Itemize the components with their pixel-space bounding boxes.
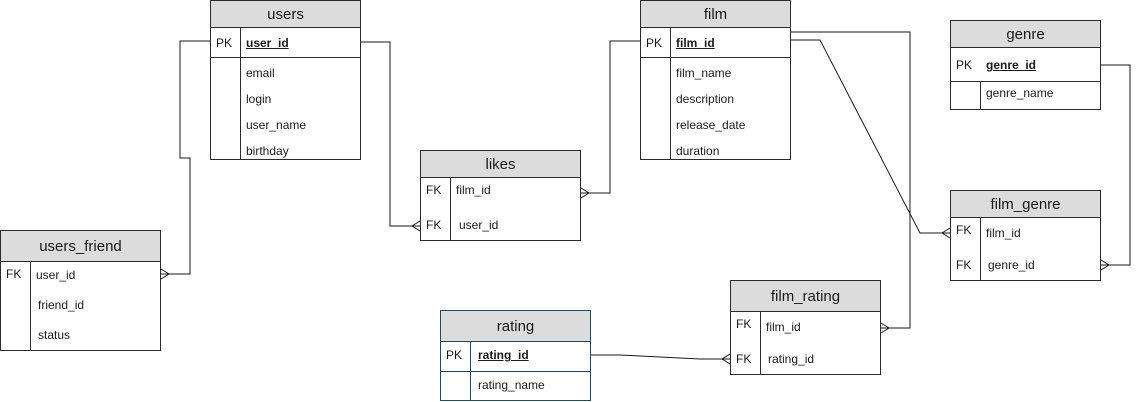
entity-title: film_genre [951, 191, 1100, 218]
entity-users[interactable]: users PK user_id email login user_name b… [210, 0, 361, 160]
field: duration [676, 144, 720, 158]
field: status [38, 328, 71, 342]
connector-rating-filmrating [591, 354, 730, 360]
fk-field: genre_id [988, 258, 1035, 272]
field: rating_name [478, 378, 545, 392]
divider [211, 57, 360, 58]
connector-film-filmgenre [791, 39, 950, 234]
entity-film-genre[interactable]: film_genre FK film_id FK genre_id [950, 190, 1101, 281]
fk-label: FK [426, 218, 442, 232]
fk-label: FK [426, 183, 442, 197]
pk-field: film_id [676, 36, 715, 50]
crowfoot-filmgenre-film [941, 227, 951, 239]
fk-field: user_id [459, 218, 499, 232]
field: birthday [246, 144, 289, 158]
field: film_name [676, 66, 732, 80]
crowfoot-filmgenre-genre [1100, 259, 1110, 271]
key-column-divider [980, 217, 981, 280]
fk-label: FK [736, 317, 752, 331]
fk-field: film_id [766, 320, 801, 334]
fk-field: film_id [986, 226, 1021, 240]
entity-title: users_friend [1, 231, 160, 262]
field: release_date [676, 118, 746, 132]
divider [951, 81, 1100, 82]
field: user_name [246, 118, 307, 132]
pk-label: PK [216, 36, 233, 50]
key-column-divider [470, 341, 471, 400]
crowfoot-filmrating-film [880, 322, 890, 334]
fk-field: film_id [456, 183, 491, 197]
entity-rating[interactable]: rating PK rating_id rating_name [440, 310, 591, 401]
field: friend_id [38, 298, 85, 312]
entity-title: film [641, 1, 790, 28]
pk-label: PK [446, 348, 463, 362]
entity-title: rating [441, 311, 590, 342]
divider [441, 371, 590, 372]
key-column-divider [30, 261, 31, 350]
connector-genre-filmgenre [1101, 64, 1131, 266]
fk-field: rating_id [768, 352, 815, 366]
crowfoot-filmrating-rating [721, 353, 731, 365]
crowfoot-likes-user [411, 220, 421, 232]
field: login [246, 92, 272, 106]
key-column-divider [980, 81, 981, 109]
connector-film-likes [581, 40, 640, 194]
crowfoot-likes-film [580, 187, 590, 199]
entity-title: genre [951, 21, 1100, 48]
entity-title: likes [421, 151, 580, 178]
entity-genre[interactable]: genre PK genre_id genre_name [950, 20, 1101, 110]
pk-field: genre_id [986, 58, 1037, 72]
fk-label: FK [956, 258, 972, 272]
connector-users-friend [161, 40, 210, 275]
entity-users-friend[interactable]: users_friend FK user_id friend_id status [0, 230, 161, 351]
entity-title: users [211, 1, 360, 28]
pk-field: user_id [246, 36, 289, 50]
key-column-divider [760, 311, 761, 374]
entity-title: film_rating [731, 281, 880, 312]
key-column-divider [670, 27, 671, 159]
field: user_id [36, 268, 76, 282]
field: email [246, 66, 275, 80]
entity-likes[interactable]: likes FK film_id FK user_id [420, 150, 581, 241]
entity-film-rating[interactable]: film_rating FK film_id FK rating_id [730, 280, 881, 375]
fk-label: FK [956, 223, 972, 237]
entity-film[interactable]: film PK film_id film_name description re… [640, 0, 791, 160]
pk-label: PK [646, 36, 663, 50]
fk-label: FK [736, 352, 752, 366]
field: description [676, 92, 735, 106]
connector-users-likes [361, 41, 420, 227]
connector-film-filmrating [791, 31, 911, 329]
pk-label: PK [956, 58, 973, 72]
key-column-divider [450, 177, 451, 240]
crowfoot-friend-user [160, 268, 170, 280]
fk-label: FK [6, 267, 22, 281]
key-column-divider [240, 27, 241, 159]
pk-field: rating_id [478, 348, 529, 362]
field: genre_name [986, 86, 1054, 100]
divider [641, 57, 790, 58]
